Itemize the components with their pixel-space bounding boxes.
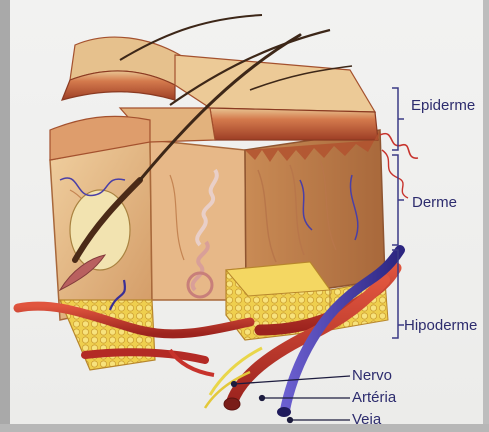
artery-label: Artéria	[352, 390, 396, 405]
vein-label: Veia	[352, 412, 381, 427]
layer-brackets	[392, 88, 404, 338]
hypodermis-label: Hipoderme	[404, 318, 477, 333]
dermis-label: Derme	[412, 195, 457, 210]
epidermis-label: Epiderme	[411, 98, 475, 113]
nerve-label: Nervo	[352, 368, 392, 383]
